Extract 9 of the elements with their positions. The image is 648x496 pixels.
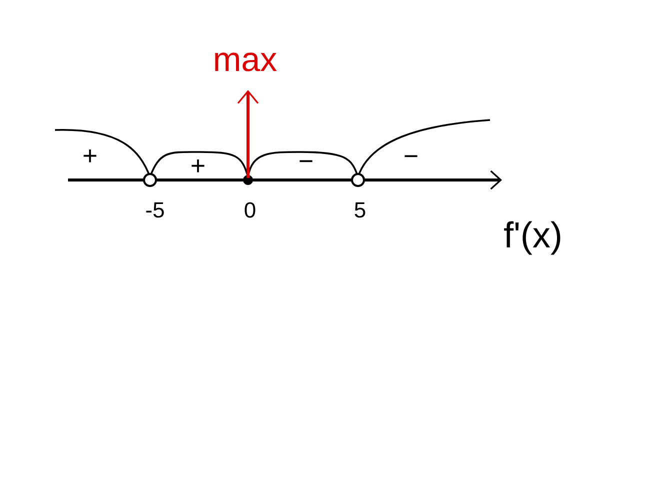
label: −: [404, 155, 418, 158]
label: +: [84, 150, 96, 162]
label: −: [300, 160, 312, 162]
label: +: [192, 160, 204, 172]
label: f'(x): [504, 221, 560, 255]
label: max: [215, 52, 277, 72]
label: -5: [146, 202, 164, 218]
label: 5: [354, 202, 366, 218]
label: 0: [244, 202, 256, 218]
